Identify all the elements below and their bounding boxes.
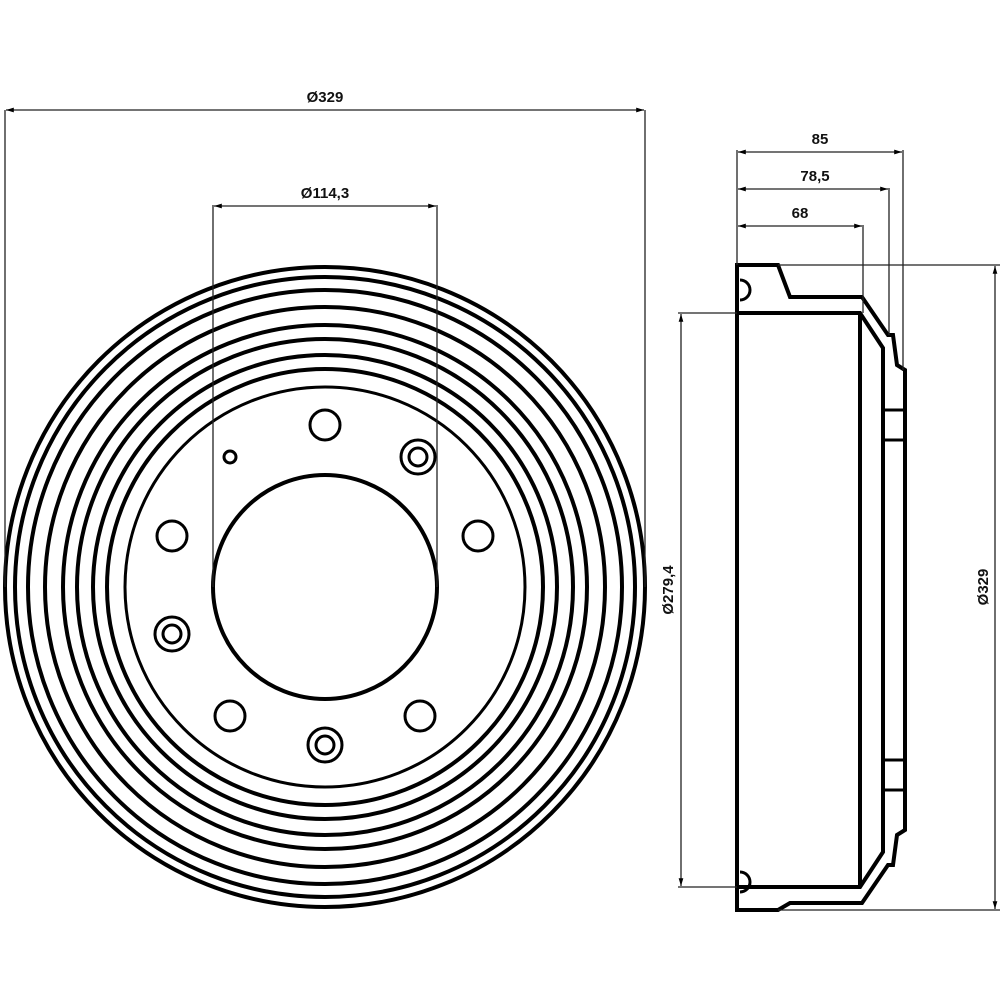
bolt-hole xyxy=(155,519,189,553)
bolt-nut xyxy=(399,438,437,476)
center-hub-hole xyxy=(211,473,439,701)
bolt-hole xyxy=(461,519,495,553)
front-view: Ø329 Ø114,3 xyxy=(3,89,647,909)
outer-ring xyxy=(3,265,647,909)
dimension-label: 85 xyxy=(812,131,829,148)
drum-profile xyxy=(735,263,907,912)
ring xyxy=(43,305,607,869)
dimension-label: 78,5 xyxy=(800,168,829,185)
dimension-bolt-circle: Ø114,3 xyxy=(212,185,438,587)
drum-inner-wall xyxy=(737,311,885,889)
ring xyxy=(13,275,637,899)
drum-rings xyxy=(3,265,647,909)
locating-hole xyxy=(222,449,238,465)
dimension-inner-depth: 68 xyxy=(738,205,864,313)
dimension-label: Ø329 xyxy=(975,569,992,606)
ring xyxy=(75,337,575,837)
bolt-nut xyxy=(306,726,344,764)
dimension-label: 68 xyxy=(792,205,809,222)
bolt-nut xyxy=(153,615,191,653)
ring xyxy=(61,323,589,851)
dimension-outer-diameter: Ø329 xyxy=(4,89,646,587)
dimension-label: Ø114,3 xyxy=(301,185,349,202)
bolt-hole xyxy=(308,408,342,442)
dimension-label: Ø279,4 xyxy=(660,565,677,615)
flange-hole xyxy=(739,278,752,302)
bolt-holes xyxy=(153,408,495,764)
dimension-total-width: 85 xyxy=(736,131,904,370)
bolt-hole xyxy=(213,699,247,733)
dimension-inner-diameter: Ø279,4 xyxy=(660,312,737,888)
dimension-mid-width: 78,5 xyxy=(738,168,890,335)
hub-face-ring xyxy=(123,385,527,789)
rim-ribs xyxy=(885,408,905,792)
dimension-label: Ø329 xyxy=(307,89,344,106)
flange-hole xyxy=(739,870,752,894)
dimension-side-outer-diameter: Ø329 xyxy=(778,264,1000,911)
bolt-hole xyxy=(403,699,437,733)
ring xyxy=(26,288,624,886)
ring xyxy=(105,367,545,807)
ring xyxy=(91,353,559,821)
side-view: 85 78,5 68 Ø279,4 Ø329 xyxy=(660,131,1000,912)
